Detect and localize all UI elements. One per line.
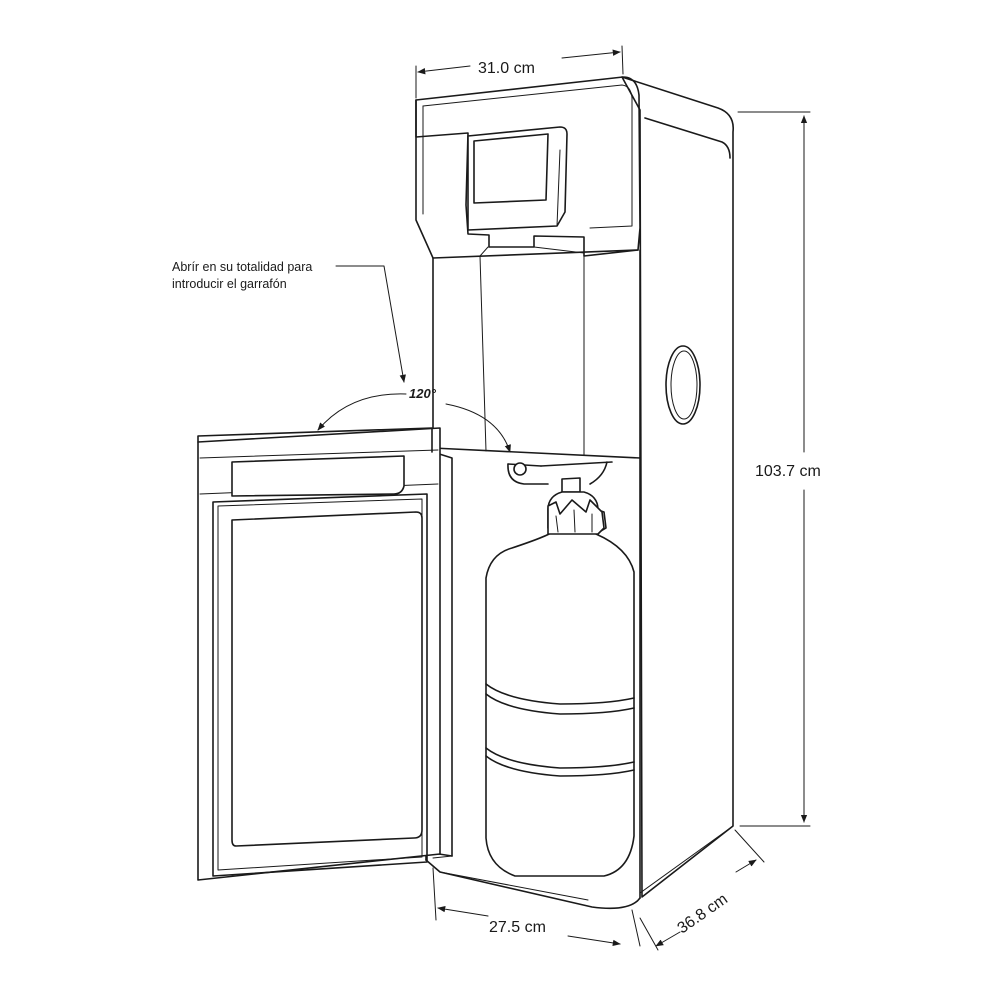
- width-top-label: 31.0 cm: [478, 60, 535, 77]
- depth-label: 36.8 cm: [675, 891, 731, 938]
- door-shelf: [231, 455, 405, 497]
- control-panel: [467, 126, 568, 231]
- cabinet-top-section: [415, 76, 641, 259]
- note-line-2: introducir el garrafón: [172, 277, 287, 291]
- cabinet-mid-section: [432, 246, 641, 459]
- dimension-base-width: 27.5 cm: [432, 867, 641, 947]
- door-window: [231, 511, 423, 847]
- opening-note: Abrír en su totalidad para introducir el…: [172, 260, 406, 383]
- display-screen: [473, 133, 549, 204]
- height-label: 103.7 cm: [755, 463, 821, 480]
- dimension-height: 103.7 cm: [737, 111, 821, 827]
- water-bottle: [485, 491, 635, 877]
- opening-angle-indicator: 120°: [317, 386, 511, 453]
- angle-label: 120°: [409, 386, 437, 401]
- water-probe: [507, 461, 613, 493]
- dimension-top-width: 31.0 cm: [415, 45, 624, 99]
- note-line-1: Abrír en su totalidad para: [172, 260, 312, 274]
- cabinet-side-panel: [621, 76, 735, 898]
- side-vent: [665, 345, 701, 425]
- open-door: [197, 427, 441, 881]
- base-width-label: 27.5 cm: [489, 919, 546, 936]
